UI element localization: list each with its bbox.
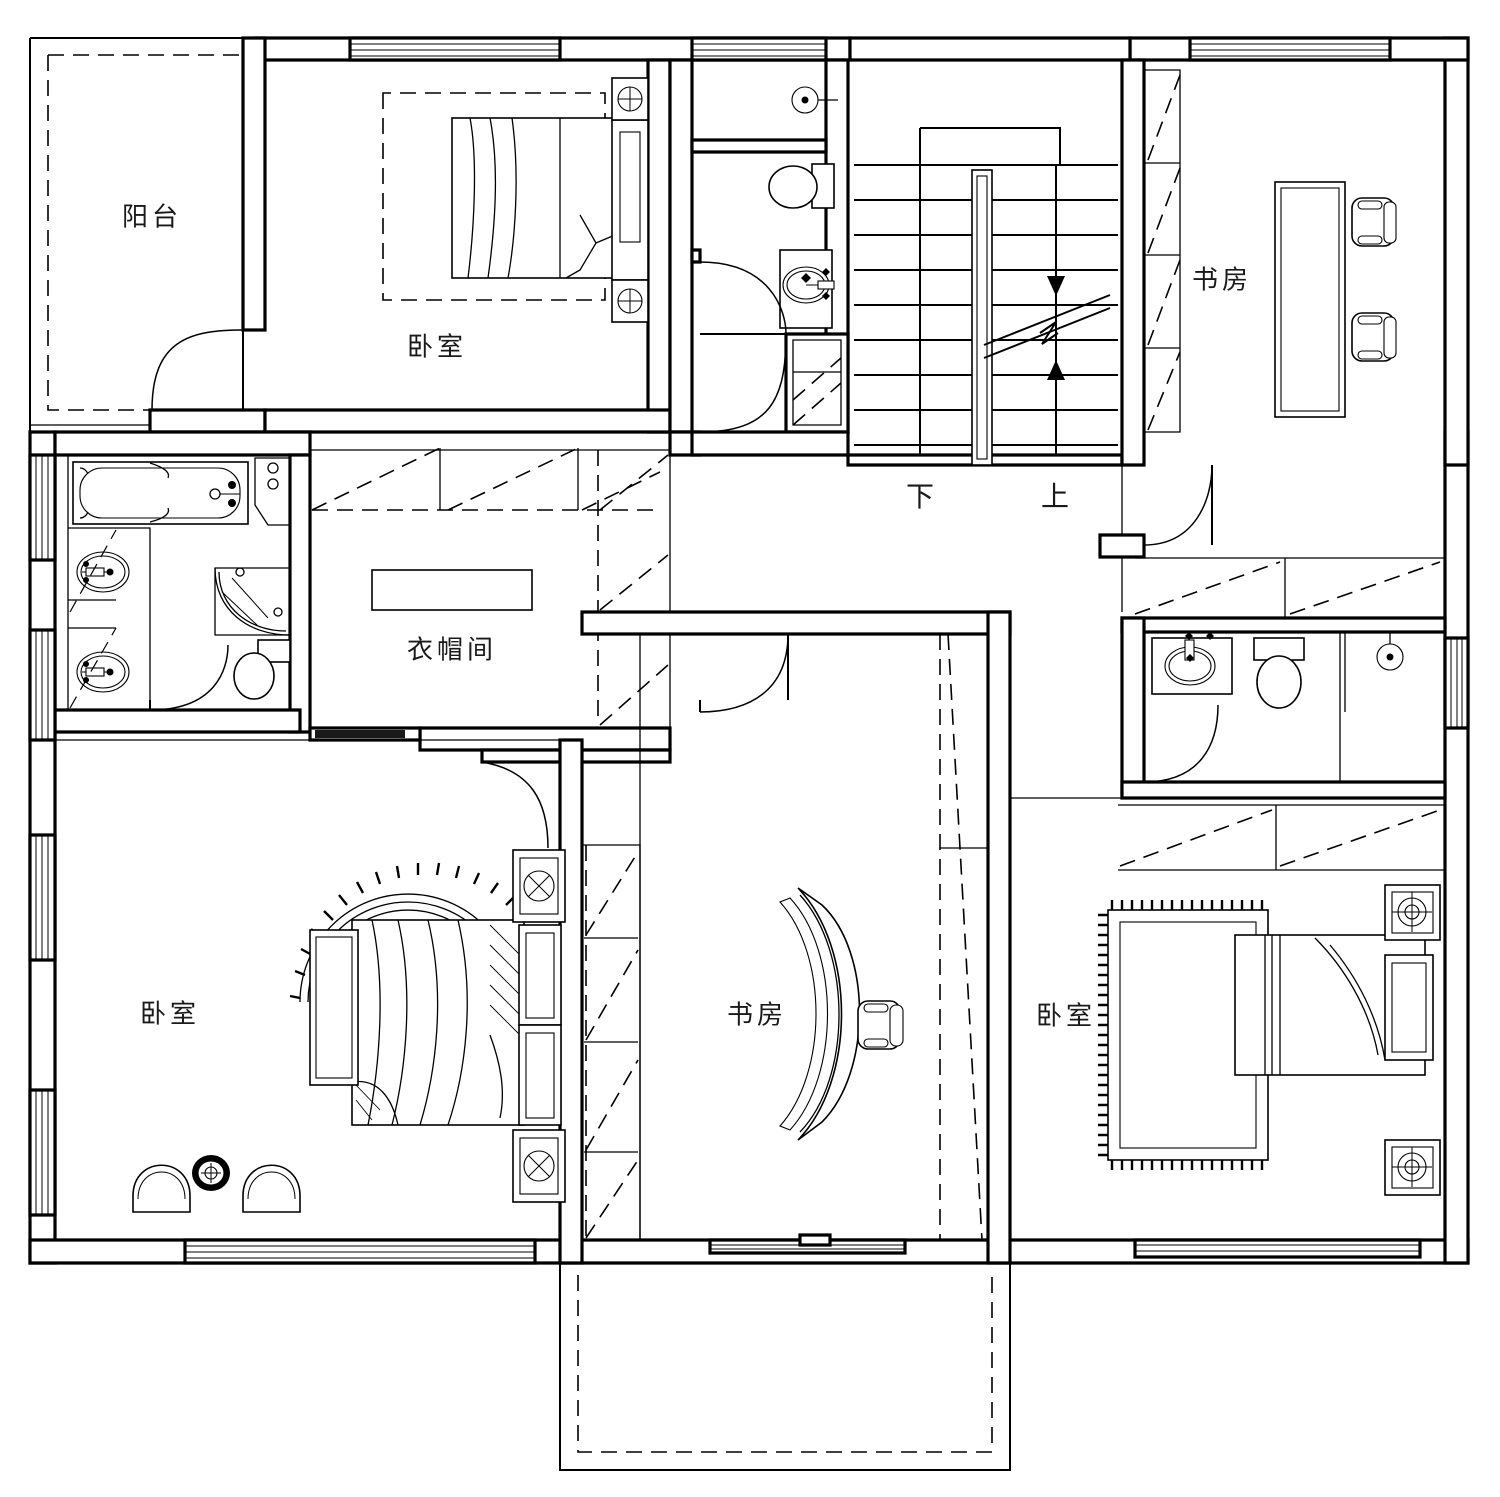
door-north-bath bbox=[699, 250, 787, 335]
corner-shower bbox=[214, 567, 291, 636]
bed-north bbox=[451, 117, 649, 281]
wardrobe-east bbox=[1118, 804, 1446, 871]
armchair-right bbox=[242, 1164, 301, 1213]
sink-north bbox=[779, 249, 835, 329]
hall-landing bbox=[668, 430, 1446, 619]
center-study bbox=[580, 610, 1012, 1265]
stair-down-label: 下 bbox=[905, 480, 939, 513]
office-chair bbox=[857, 1000, 904, 1050]
sink-east bbox=[1151, 632, 1233, 695]
window-master-bedroom-bottom bbox=[183, 1238, 537, 1265]
room-label-bedroom-north: 卧室 bbox=[406, 332, 468, 363]
door-east-bath bbox=[1143, 704, 1219, 783]
east-bathroom bbox=[1120, 616, 1470, 800]
small-counter bbox=[254, 457, 291, 526]
room-label-walk-in-closet: 衣帽间 bbox=[406, 635, 498, 666]
nightstand-north-bottom bbox=[611, 279, 649, 323]
master-bedroom bbox=[28, 738, 641, 1265]
door-center-study bbox=[699, 633, 789, 713]
chair-ne-lower bbox=[1351, 312, 1397, 362]
window-center-study-bottom bbox=[708, 1233, 907, 1255]
door-north-bath-outer bbox=[699, 333, 787, 433]
northeast-study bbox=[1120, 36, 1446, 467]
nightstand-master-top bbox=[512, 849, 566, 923]
chair-ne-upper bbox=[1351, 197, 1397, 247]
room-label-study-northeast: 书房 bbox=[1191, 265, 1253, 296]
desk-ne-study bbox=[1274, 181, 1346, 418]
closet-ne-study bbox=[1144, 69, 1181, 433]
stair-railing bbox=[971, 169, 993, 466]
window-north-bath bbox=[690, 36, 828, 62]
nightstand-master-bottom bbox=[512, 1129, 566, 1203]
nightstand-north-top bbox=[611, 77, 649, 121]
shower-east bbox=[1376, 632, 1404, 671]
armchair-left bbox=[132, 1164, 191, 1213]
window-east-bath bbox=[1443, 636, 1470, 730]
room-label-bedroom-east: 卧室 bbox=[1035, 1001, 1097, 1032]
toilet-master bbox=[233, 639, 291, 700]
door-master-bath bbox=[149, 644, 229, 711]
nightstand-east-top bbox=[1384, 884, 1441, 941]
master-bathroom bbox=[28, 430, 312, 742]
corridor-closet bbox=[1134, 557, 1446, 619]
closet-island bbox=[371, 569, 533, 611]
nightstand-east-bottom bbox=[1384, 1139, 1441, 1196]
wardrobe-master bbox=[582, 844, 641, 1240]
shower-head-north bbox=[791, 86, 838, 114]
bed-east bbox=[1234, 934, 1434, 1076]
double-vanity bbox=[68, 527, 151, 710]
windows-left-lower bbox=[28, 833, 57, 1217]
closet-north bbox=[784, 332, 850, 434]
curved-desk bbox=[779, 887, 861, 1141]
room-label-study-center: 书房 bbox=[726, 1000, 788, 1031]
room-label-balcony: 阳台 bbox=[121, 202, 183, 233]
bed-master bbox=[309, 919, 562, 1126]
bathtub bbox=[72, 461, 249, 525]
window-north-bedroom bbox=[348, 36, 562, 62]
stair-break-line bbox=[983, 294, 1111, 359]
toilet-east bbox=[1253, 637, 1305, 709]
east-bedroom bbox=[1010, 797, 1446, 1259]
room-label-bedroom-master: 卧室 bbox=[139, 999, 201, 1030]
balcony-area bbox=[29, 36, 267, 434]
north-bedroom bbox=[263, 36, 672, 434]
window-ne-study bbox=[1188, 36, 1392, 62]
lower-terrace bbox=[559, 1263, 1011, 1471]
north-bathroom bbox=[668, 36, 850, 434]
stair-direction-arrows bbox=[919, 165, 1065, 455]
walk-in-closet bbox=[308, 447, 672, 849]
window-east-bedroom-bottom bbox=[1133, 1238, 1422, 1259]
stairwell bbox=[846, 60, 1124, 467]
toilet-north bbox=[768, 163, 835, 209]
side-table-master bbox=[192, 1155, 230, 1191]
stair-up-label: 上 bbox=[1040, 480, 1074, 513]
